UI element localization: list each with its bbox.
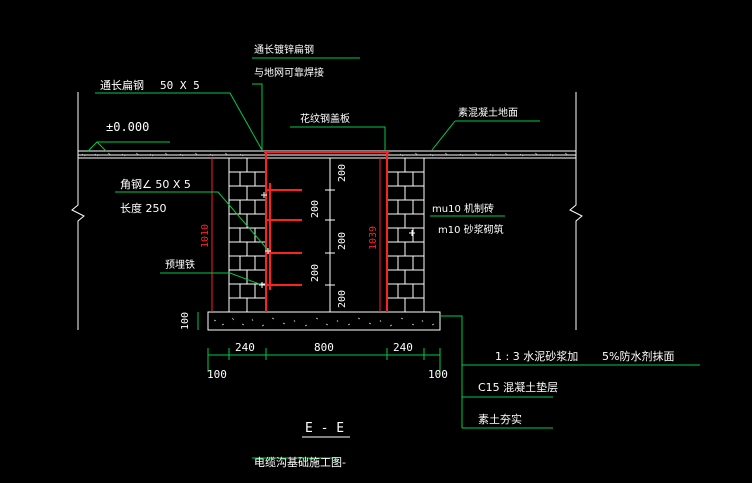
elevation-marker (87, 141, 170, 152)
section-label: E - E (305, 421, 344, 436)
label-brick: mu10 机制砖 (432, 202, 494, 215)
dim-1010: 1010 (200, 224, 211, 248)
label-mortar-finish-b: 5%防水剂抹面 (602, 349, 674, 363)
label-checker-plate: 花纹钢盖板 (300, 112, 350, 125)
brick-wall-right (386, 157, 425, 313)
label-embedded: 预埋铁 (165, 258, 195, 271)
bottom-dimension-line (207, 348, 441, 372)
label-mortar: m10 砂浆砌筑 (438, 223, 504, 236)
label-elevation: ±0.000 (106, 120, 149, 134)
label-galv-flat-steel-2: 与地网可靠焊接 (254, 66, 324, 79)
drawing-title: 电缆沟基础施工图- (254, 456, 346, 469)
dim-1039: 1039 (368, 226, 379, 250)
break-line-left (71, 92, 85, 330)
ground-hatch (81, 152, 569, 157)
dim-200-e: 200 (337, 290, 348, 308)
dim-200-d: 200 (310, 264, 321, 282)
dim-240-right: 240 (393, 341, 413, 354)
label-length: 长度 250 (120, 201, 167, 215)
label-galv-flat-steel-1: 通长镀锌扁钢 (254, 43, 314, 56)
concrete-cushion (207, 311, 441, 331)
dim-200-b: 200 (310, 200, 321, 218)
label-flat-steel-long: 通长扁钢 (100, 79, 144, 92)
wall-markers (259, 192, 415, 288)
interior-dimension-chain (325, 158, 335, 312)
dim-100-right: 100 (428, 368, 448, 381)
label-compacted-soil: 素土夯实 (478, 412, 522, 426)
leader-lines (95, 57, 700, 459)
brick-wall-left (228, 157, 267, 313)
dim-800: 800 (314, 341, 334, 354)
dim-200-a: 200 (337, 164, 348, 182)
angle-steel-brackets (266, 183, 302, 290)
red-dimension-lines (211, 158, 381, 312)
label-ground-surface: 素混凝土地面 (458, 106, 518, 119)
dim-100-left: 100 (207, 368, 227, 381)
concrete-hatch (213, 317, 435, 327)
label-angle-steel: 角钢∠ 50 X 5 (120, 178, 191, 191)
dim-240-left: 240 (235, 341, 255, 354)
dim-100-vertical: 100 (180, 312, 191, 330)
label-concrete-cushion: C15 混凝土垫层 (478, 380, 558, 394)
label-mortar-finish-a: 1 : 3 水泥砂浆加 (495, 349, 578, 363)
label-flat-steel-size: 50 X 5 (160, 79, 200, 92)
break-line-right (569, 92, 583, 330)
dim-200-c: 200 (337, 232, 348, 250)
